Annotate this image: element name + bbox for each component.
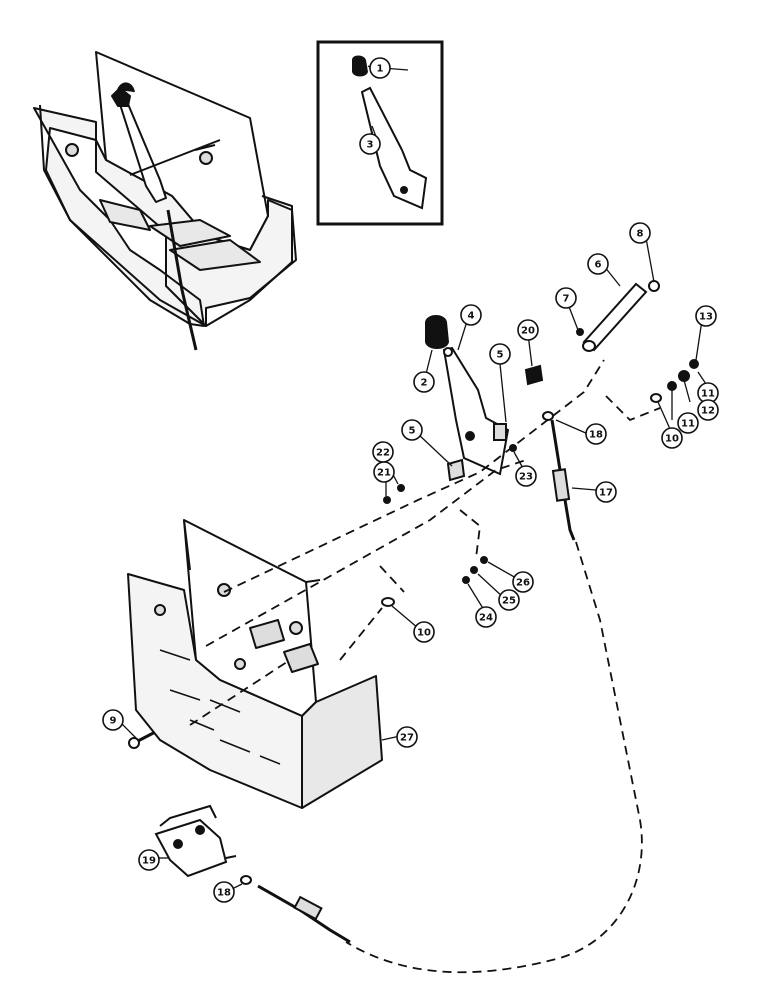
callout-circle xyxy=(661,427,683,449)
callout-c9: 9 xyxy=(102,709,124,731)
callout-circle xyxy=(629,222,651,244)
callout-c27: 27 xyxy=(396,726,418,748)
lever-icon xyxy=(360,86,428,210)
callout-circle xyxy=(102,709,124,731)
callout-circle xyxy=(475,606,497,628)
callout-c26: 26 xyxy=(512,571,534,593)
callout-c5b: 5 xyxy=(401,419,423,441)
callout-number: 19 xyxy=(142,856,156,867)
callout-circle xyxy=(677,412,699,434)
callout-circle xyxy=(460,304,482,326)
callout-number: 18 xyxy=(589,430,603,441)
callout-number: 1 xyxy=(377,64,384,75)
callout-circle xyxy=(213,881,235,903)
callout-labels: 1234556789101011111213171818192021222324… xyxy=(102,57,719,903)
callout-circle xyxy=(512,571,534,593)
assembled-view-illustration xyxy=(33,51,297,351)
callout-c10b: 10 xyxy=(413,621,435,643)
callout-c1: 1 xyxy=(369,57,391,79)
callout-number: 17 xyxy=(599,488,613,499)
callout-circle xyxy=(359,133,381,155)
callout-circle xyxy=(489,343,511,365)
callout-number: 9 xyxy=(110,716,117,727)
callout-c5a: 5 xyxy=(489,343,511,365)
callout-c10a: 10 xyxy=(661,427,683,449)
callout-circle xyxy=(555,287,577,309)
callout-circle xyxy=(369,57,391,79)
callout-number: 10 xyxy=(665,434,679,445)
callout-c7: 7 xyxy=(555,287,577,309)
callout-c22: 22 xyxy=(372,441,394,463)
callout-number: 5 xyxy=(409,426,416,437)
callout-circle xyxy=(138,849,160,871)
callout-circle xyxy=(372,441,394,463)
callout-circle xyxy=(697,399,719,421)
valve-assembly xyxy=(154,804,351,944)
callout-number: 24 xyxy=(479,613,493,624)
callout-c25: 25 xyxy=(498,589,520,611)
callout-number: 11 xyxy=(701,389,715,400)
callout-number: 12 xyxy=(701,406,715,417)
callout-c17: 17 xyxy=(595,481,617,503)
housing-assembly xyxy=(127,519,383,809)
callout-c20: 20 xyxy=(517,319,539,341)
callout-number: 4 xyxy=(468,311,475,322)
callout-c18a: 18 xyxy=(585,423,607,445)
bushing-part xyxy=(446,458,466,482)
callout-number: 26 xyxy=(516,578,530,589)
callout-number: 6 xyxy=(595,260,602,271)
callout-number: 20 xyxy=(521,326,535,337)
callout-c11b: 11 xyxy=(677,412,699,434)
connection-lines xyxy=(189,359,661,974)
callout-circle xyxy=(515,465,537,487)
callout-circle xyxy=(401,419,423,441)
callout-number: 23 xyxy=(519,472,533,483)
lever-part xyxy=(442,346,510,476)
callout-number: 3 xyxy=(367,140,374,151)
callout-circle xyxy=(396,726,418,748)
callout-c3: 3 xyxy=(359,133,381,155)
callout-c21: 21 xyxy=(373,461,395,483)
callout-circle xyxy=(413,621,435,643)
callout-c2: 2 xyxy=(413,371,435,393)
callout-number: 25 xyxy=(502,596,516,607)
callout-circle xyxy=(517,319,539,341)
callout-c24: 24 xyxy=(475,606,497,628)
callout-circle xyxy=(585,423,607,445)
callout-number: 5 xyxy=(497,350,504,361)
callout-c8: 8 xyxy=(629,222,651,244)
callout-circle xyxy=(413,371,435,393)
callout-c4: 4 xyxy=(460,304,482,326)
callout-c13: 13 xyxy=(695,305,717,327)
callout-circle xyxy=(587,253,609,275)
callout-circle xyxy=(498,589,520,611)
callout-c12: 12 xyxy=(697,399,719,421)
shaft-part xyxy=(582,282,648,352)
knob-icon xyxy=(352,55,368,77)
callout-number: 10 xyxy=(417,628,431,639)
callout-number: 7 xyxy=(563,294,570,305)
callout-number: 27 xyxy=(400,733,414,744)
callout-circle xyxy=(595,481,617,503)
knob-part xyxy=(425,315,450,349)
callout-number: 21 xyxy=(377,468,391,479)
callout-c6: 6 xyxy=(587,253,609,275)
callout-c23: 23 xyxy=(515,465,537,487)
callout-c18b: 18 xyxy=(213,881,235,903)
callout-number: 22 xyxy=(376,448,390,459)
callout-number: 18 xyxy=(217,888,231,899)
callout-number: 2 xyxy=(421,378,428,389)
exploded-parts xyxy=(128,280,699,749)
callout-circle xyxy=(695,305,717,327)
callout-c19: 19 xyxy=(138,849,160,871)
callout-number: 11 xyxy=(681,419,695,430)
callout-number: 13 xyxy=(699,312,713,323)
callout-number: 8 xyxy=(637,229,644,240)
